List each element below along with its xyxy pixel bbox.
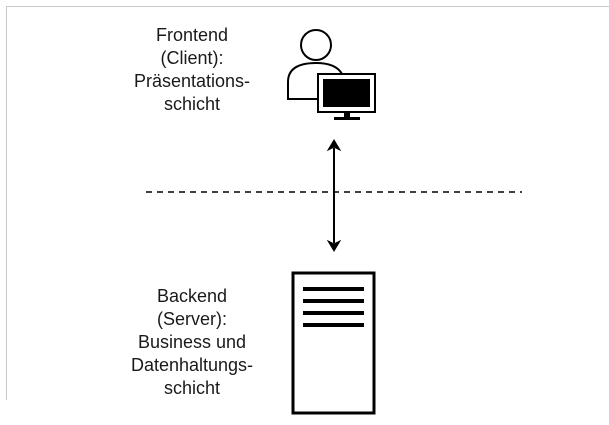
backend-label: Backend (Server): Business und Datenhalt…: [102, 285, 282, 400]
frontend-label-line-4: schicht: [163, 94, 221, 114]
user-with-monitor-icon: [287, 29, 376, 120]
server-cabinet-shape: [291, 271, 376, 415]
backend-label-line-5: schicht: [163, 378, 221, 398]
bidirectional-arrow: [326, 139, 342, 252]
arrow-head-down: [326, 239, 342, 252]
server-slot-3: [303, 311, 364, 315]
backend-label-line-1: Backend: [156, 286, 228, 306]
monitor-neck-shape: [344, 112, 350, 117]
server-slot-4: [303, 323, 364, 327]
backend-label-line-3: Business und: [137, 332, 247, 352]
frame-left-border: [6, 6, 7, 400]
arrow-head-up: [326, 139, 342, 152]
frame-top-border: [6, 6, 609, 7]
server-icon: [291, 271, 376, 415]
user-head-shape: [300, 29, 332, 61]
backend-label-line-2: (Server):: [156, 309, 227, 329]
server-slot-2: [303, 299, 364, 303]
frontend-label-line-2: (Client):: [160, 48, 224, 68]
frontend-label-line-1: Frontend: [155, 25, 229, 45]
monitor-screen-shape: [323, 79, 370, 107]
monitor-stand-shape: [334, 117, 360, 120]
frontend-label: Frontend (Client): Präsentations- schich…: [102, 24, 282, 116]
frontend-label-line-3: Präsentations-: [133, 71, 251, 91]
server-slot-1: [303, 287, 364, 291]
backend-label-line-4: Datenhaltungs-: [130, 355, 254, 375]
